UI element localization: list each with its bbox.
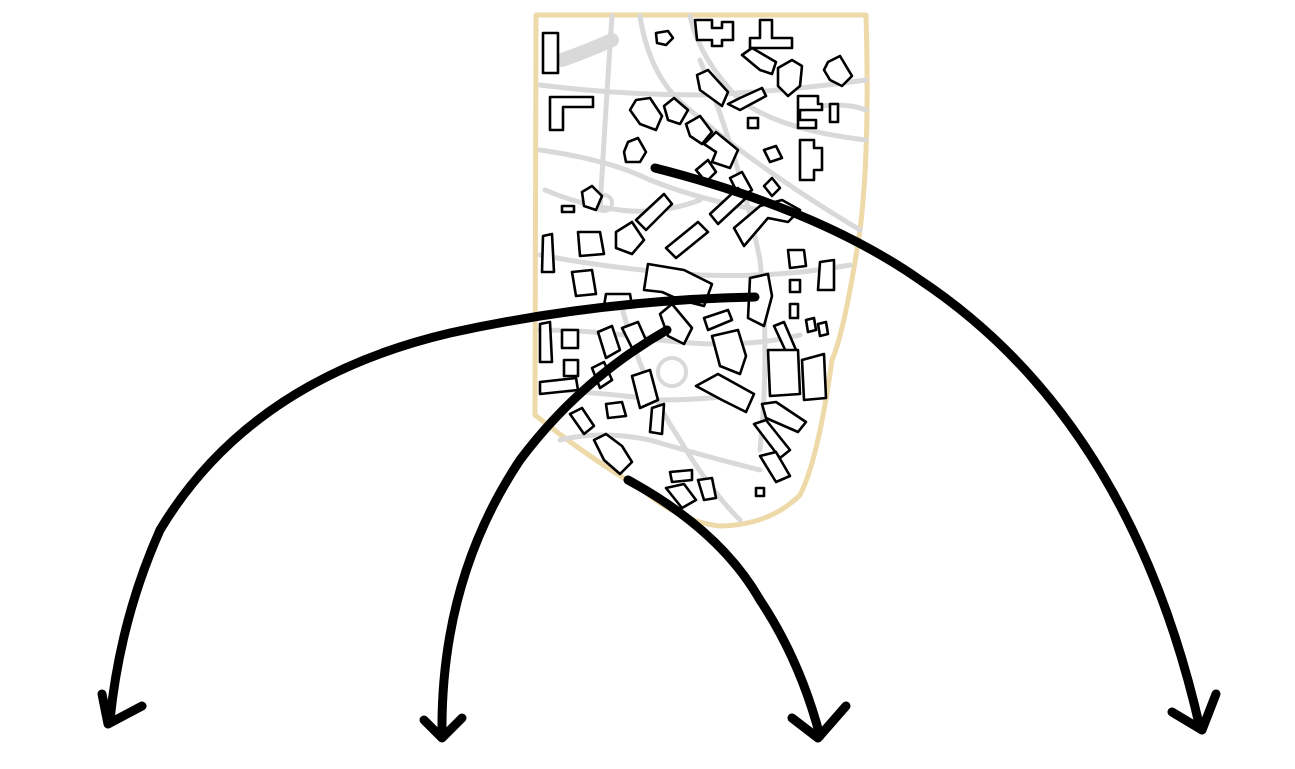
building: [648, 402, 666, 436]
building: [694, 372, 756, 414]
building: [628, 96, 664, 132]
building: [816, 320, 830, 338]
building: [746, 116, 760, 130]
arrow-1-head: [97, 689, 147, 729]
building: [684, 114, 714, 146]
building: [560, 204, 576, 214]
building: [762, 176, 782, 198]
building: [596, 324, 622, 360]
building: [760, 400, 808, 434]
arrow-4-shaft: [650, 163, 1205, 733]
arrow-1-shaft: [105, 292, 760, 725]
building: [776, 58, 804, 98]
building: [576, 230, 606, 258]
building: [710, 328, 748, 376]
campus-buildings: [538, 18, 854, 510]
building: [816, 258, 836, 292]
building: [541, 31, 560, 75]
building: [538, 376, 580, 396]
building: [746, 272, 774, 328]
building: [726, 86, 768, 112]
arrow-3-head: [787, 701, 851, 743]
building: [788, 278, 802, 294]
arrow-4-head: [1167, 689, 1221, 735]
building: [548, 95, 595, 132]
building: [693, 18, 735, 48]
building: [748, 18, 794, 50]
building: [788, 302, 800, 320]
building: [754, 486, 766, 498]
building: [540, 232, 556, 274]
arrow-3-shaft: [623, 475, 825, 741]
arrow-1: [97, 292, 760, 729]
building: [630, 368, 660, 410]
building: [758, 450, 792, 484]
building: [822, 54, 854, 88]
building: [762, 144, 784, 164]
building: [800, 352, 828, 402]
building: [702, 130, 740, 170]
building: [668, 468, 694, 484]
building: [562, 358, 580, 378]
building: [766, 348, 802, 398]
building: [560, 328, 580, 350]
building: [664, 482, 698, 510]
arrow-2-shaft: [437, 325, 672, 741]
building: [696, 476, 718, 502]
building: [695, 68, 730, 108]
building: [740, 46, 778, 76]
building: [634, 192, 674, 232]
building: [568, 406, 596, 436]
building: [592, 432, 634, 476]
building: [614, 220, 646, 256]
building: [804, 316, 818, 334]
building: [538, 320, 554, 364]
building: [798, 138, 824, 182]
building: [570, 268, 598, 298]
arrow-2: [419, 325, 672, 743]
building: [752, 418, 792, 460]
building: [664, 220, 710, 260]
building: [828, 102, 840, 124]
arrow-2-head: [419, 713, 467, 743]
building: [622, 136, 648, 164]
building: [786, 248, 808, 270]
building: [702, 308, 734, 332]
building: [796, 94, 824, 130]
building: [662, 96, 690, 126]
building: [604, 400, 628, 420]
building: [580, 184, 604, 212]
arrow-3: [623, 475, 851, 743]
building: [654, 29, 675, 47]
arrow-4: [650, 163, 1221, 735]
